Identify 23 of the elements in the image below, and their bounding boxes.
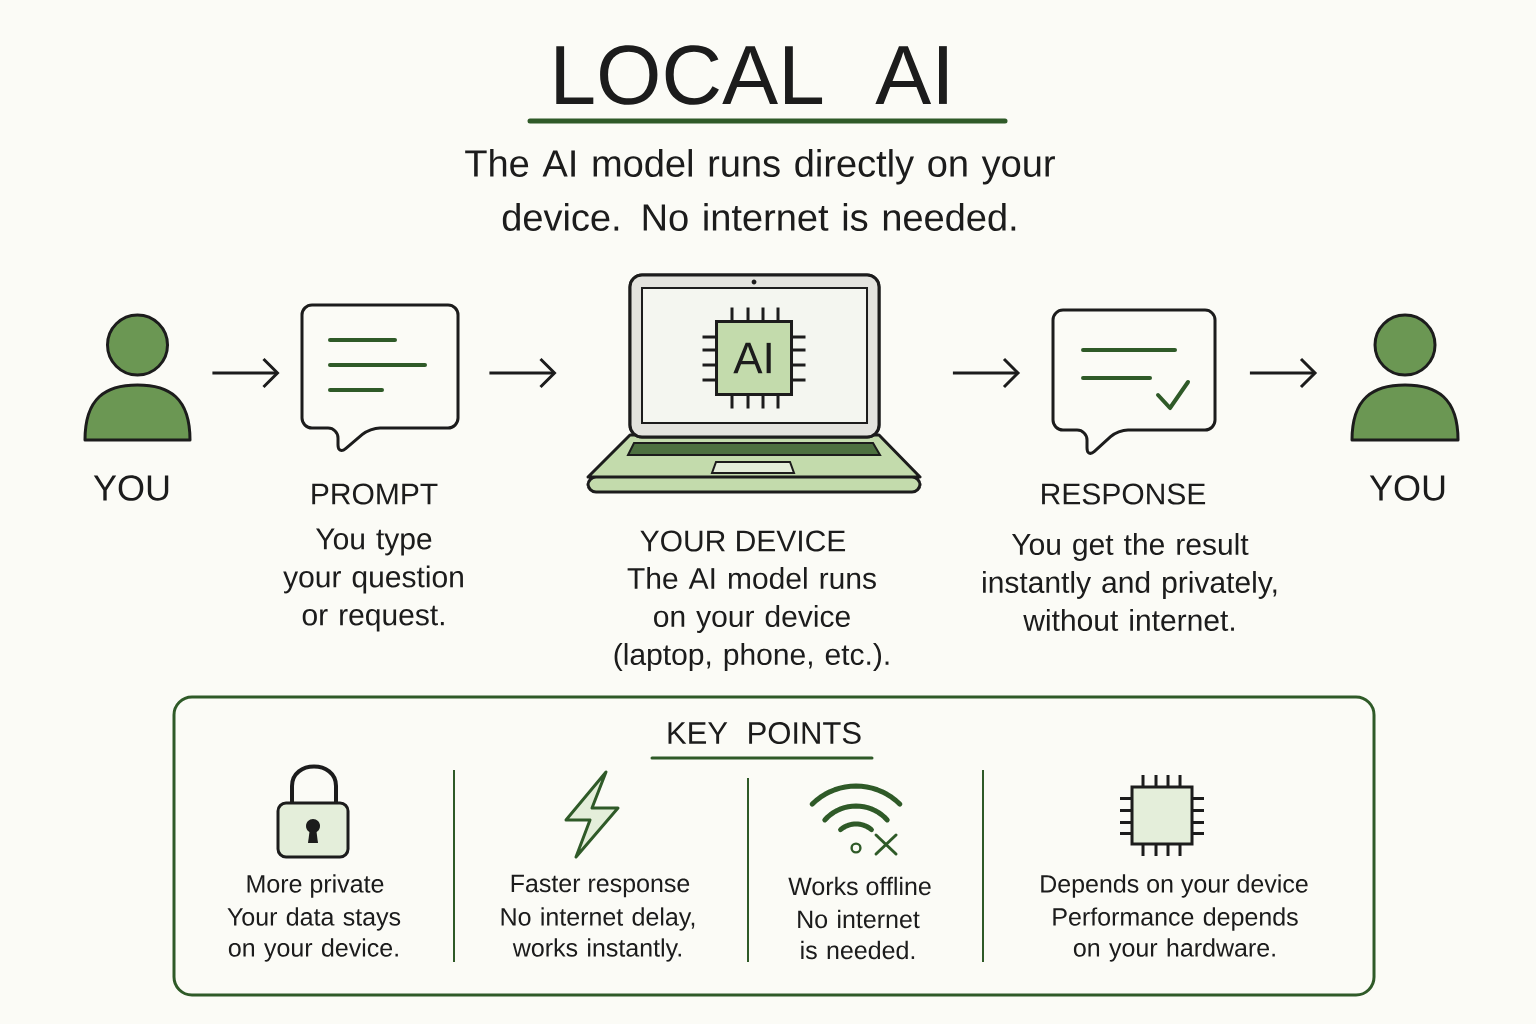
point-description: No internet is needed. bbox=[798, 909, 920, 960]
title: LOCAL AI bbox=[556, 45, 947, 105]
heading: YOUR DEVICE bbox=[640, 530, 846, 552]
heading: YOU bbox=[1369, 475, 1445, 501]
description: You get the result instantly and privately, without internet. bbox=[983, 533, 1277, 631]
point-description: Your data stays on your device. bbox=[227, 907, 401, 962]
heading: RESPONSE bbox=[1042, 483, 1206, 505]
point-heading: Faster response bbox=[511, 874, 690, 898]
description: The AI model runs on your device (laptop, phone, etc.). bbox=[614, 567, 889, 671]
point-description: No internet delay, works instantly. bbox=[501, 907, 695, 962]
arrow bbox=[952, 357, 1021, 389]
subtitle: The AI model runs directly on your device. No internet is needed. bbox=[465, 149, 1055, 231]
arrow bbox=[489, 357, 557, 389]
point-description: Performance depends on your hardware. bbox=[1053, 907, 1298, 962]
panel-heading: KEY POINTS bbox=[668, 722, 861, 744]
heading: YOU bbox=[93, 475, 169, 501]
description: You type your question or request. bbox=[283, 528, 463, 632]
arrow bbox=[1249, 357, 1318, 389]
arrow bbox=[212, 357, 280, 389]
heading: PROMPT bbox=[312, 483, 438, 505]
point-heading: Works offline bbox=[788, 876, 931, 896]
point-heading: Depends on your device bbox=[1041, 874, 1308, 898]
point-heading: More private bbox=[247, 874, 384, 898]
